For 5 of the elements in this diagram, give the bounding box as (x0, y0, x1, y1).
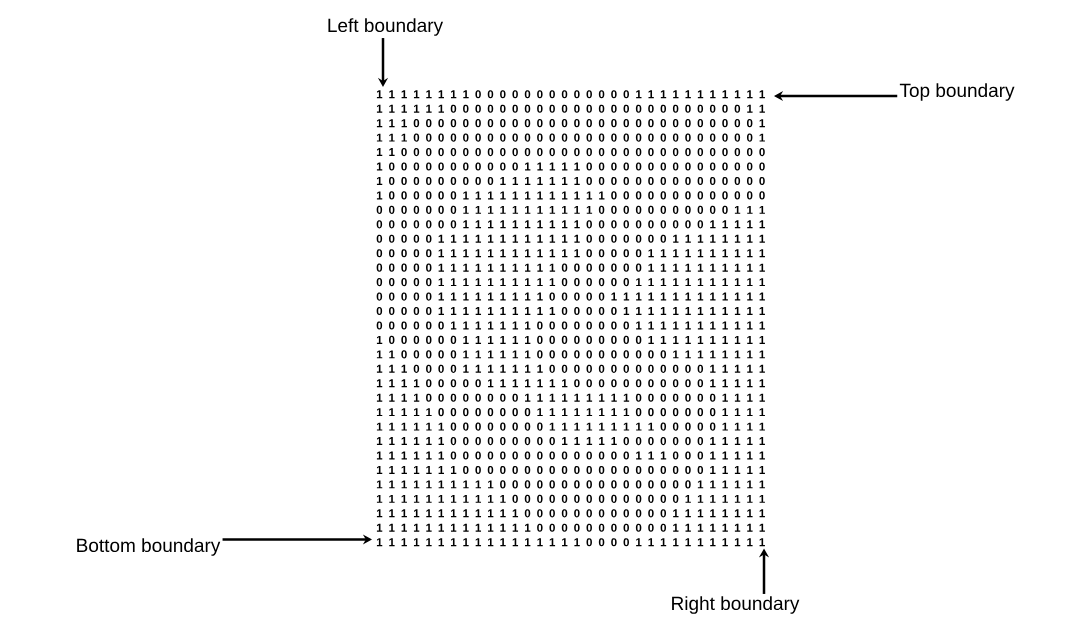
boundary-label: Left boundary (328, 18, 444, 36)
boundary-label: Right boundary (672, 596, 800, 614)
boundary-label: Bottom boundary (77, 538, 221, 556)
digit-matrix: 1 1 1 1 1 1 1 1 0 0 0 0 0 0 0 0 0 0 0 0 0 1 1 1 1 1 1 1 1 1 1 1 1 1 1 1 1 1 0 0 0 0 0 0 0 0 0 0 0 0 0 0 0 0 0 0 0 0 0 0 0 0 1 1 1 1 1 0 0 0 0 0 0 0 0 0 0 0 0 0 0 0 0 0 0 0 0 0 0 0 0 0 0 0 0 1 1 1 1 0 0 0 0 0 0 0 0 0 0 0 0 0 0 0 0 0 0 0 0 0 0 0 0 0 0 0 0 1 1 1 0 0 0 0 0 0 0 0 0 0 0 0 0 0 0 0 0 0 0 0 0 0 0 0 0 0 0 0 0 0 1 0 0 0 0 0 0 0 0 0 0 0 1 1 1 1 1 0 0 0 0 0 0 0 0 0 0 0 0 0 0 0 1 0 0 0 0 0 0 0 0 0 1 1 1 1 1 1 1 0 0 0 0 0 0 0 0 0 0 0 0 0 0 0 1 0 0 0 0 0 0 1 1 1 1 1 1 1 1 1 1 1 1 0 0 0 0 0 0 0 0 0 0 0 0 0 0 0 0 0 0 0 0 1 1 1 1 1 1 1 1 1 1 1 0 0 0 0 0 0 0 0 0 0 0 1 1 1 0 0 0 0 0 0 0 1 1 1 1 1 1 1 1 1 1 0 0 0 0 0 0 0 0 0 0 1 1 1 1 1 0 0 0 0 0 1 1 1 1 1 1 1 1 1 1 1 1 0 0 0 0 0 0 0 1 1 1 1 1 1 1 1 0 0 0 0 0 1 1 1 1 1 1 1 1 1 1 1 1 0 0 0 0 0 1 1 1 1 1 1 1 1 1 1 0 0 0 0 0 1 1 1 1 1 1 1 1 1 1 0 0 0 0 0 0 0 1 1 1 1 1 1 1 1 1 1 0 0 0 0 0 1 1 1 1 1 1 1 1 1 1 0 0 0 0 0 0 1 1 1 1 1 1 1 1 1 1 1 0 0 0 0 0 1 1 1 1 1 1 1 1 1 0 0 0 0 0 1 1 1 1 1 1 1 1 1 1 1 1 1 0 0 0 0 0 1 1 1 1 1 1 1 1 1 1 0 0 0 0 0 1 1 1 1 1 1 1 1 1 1 1 1 0 0 0 0 0 0 1 1 1 1 1 1 1 0 0 0 0 0 0 0 0 1 1 1 1 1 1 1 1 1 1 1 1 0 0 0 0 0 0 1 1 1 1 1 1 0 0 0 0 0 0 0 0 0 1 1 1 1 1 1 1 1 1 1 1 1 0 0 0 0 0 1 1 1 1 1 1 0 0 0 0 0 0 0 0 0 0 0 1 1 1 1 1 1 1 1 1 1 1 0 0 0 0 1 1 1 1 1 1 1 0 0 0 0 0 0 0 0 0 0 0 0 0 1 1 1 1 1 1 1 1 1 0 0 0 0 0 1 1 1 1 1 1 1 0 0 0 0 0 0 0 0 0 0 0 1 1 1 1 1 1 1 1 1 0 0 0 0 0 0 0 0 1 1 1 1 1 1 1 1 1 0 0 0 0 0 0 0 1 1 1 1 1 1 1 1 1 0 0 0 0 0 0 0 0 1 1 1 1 1 1 1 1 0 0 0 0 0 0 0 1 1 1 1 1 1 1 1 1 1 0 0 0 0 0 0 0 0 1 1 1 1 1 1 1 1 1 0 0 0 0 0 1 1 1 1 1 1 1 1 1 1 0 0 0 0 0 0 0 0 0 1 1 1 1 1 0 0 0 0 0 0 0 1 1 1 1 1 1 1 1 1 1 1 0 0 0 0 0 0 0 0 0 0 0 0 0 0 0 1 1 1 0 0 0 1 1 1 1 1 1 1 1 1 1 1 1 0 0 0 0 0 0 0 0 0 0 0 0 0 0 0 0 0 0 0 0 1 1 1 1 1 1 1 1 1 1 1 1 1 1 1 0 0 0 0 0 0 0 0 0 0 0 0 0 0 0 0 1 1 1 1 1 1 1 1 1 1 1 1 1 1 1 1 1 0 0 0 0 0 0 0 0 0 0 0 0 0 0 1 1 1 1 1 1 1 1 1 1 1 1 1 1 1 1 1 1 1 0 0 0 0 0 0 0 0 0 0 0 0 1 1 1 1 1 1 1 1 1 1 1 1 1 1 1 1 1 1 1 1 1 0 0 0 0 0 0 0 0 0 0 0 1 1 1 1 1 1 1 1 1 1 1 1 1 1 1 1 1 1 1 1 1 1 1 1 1 0 0 0 0 1 1 1 1 1 1 1 1 1 1 1 (376, 90, 765, 547)
boundary-label: Top boundary (899, 83, 1015, 101)
